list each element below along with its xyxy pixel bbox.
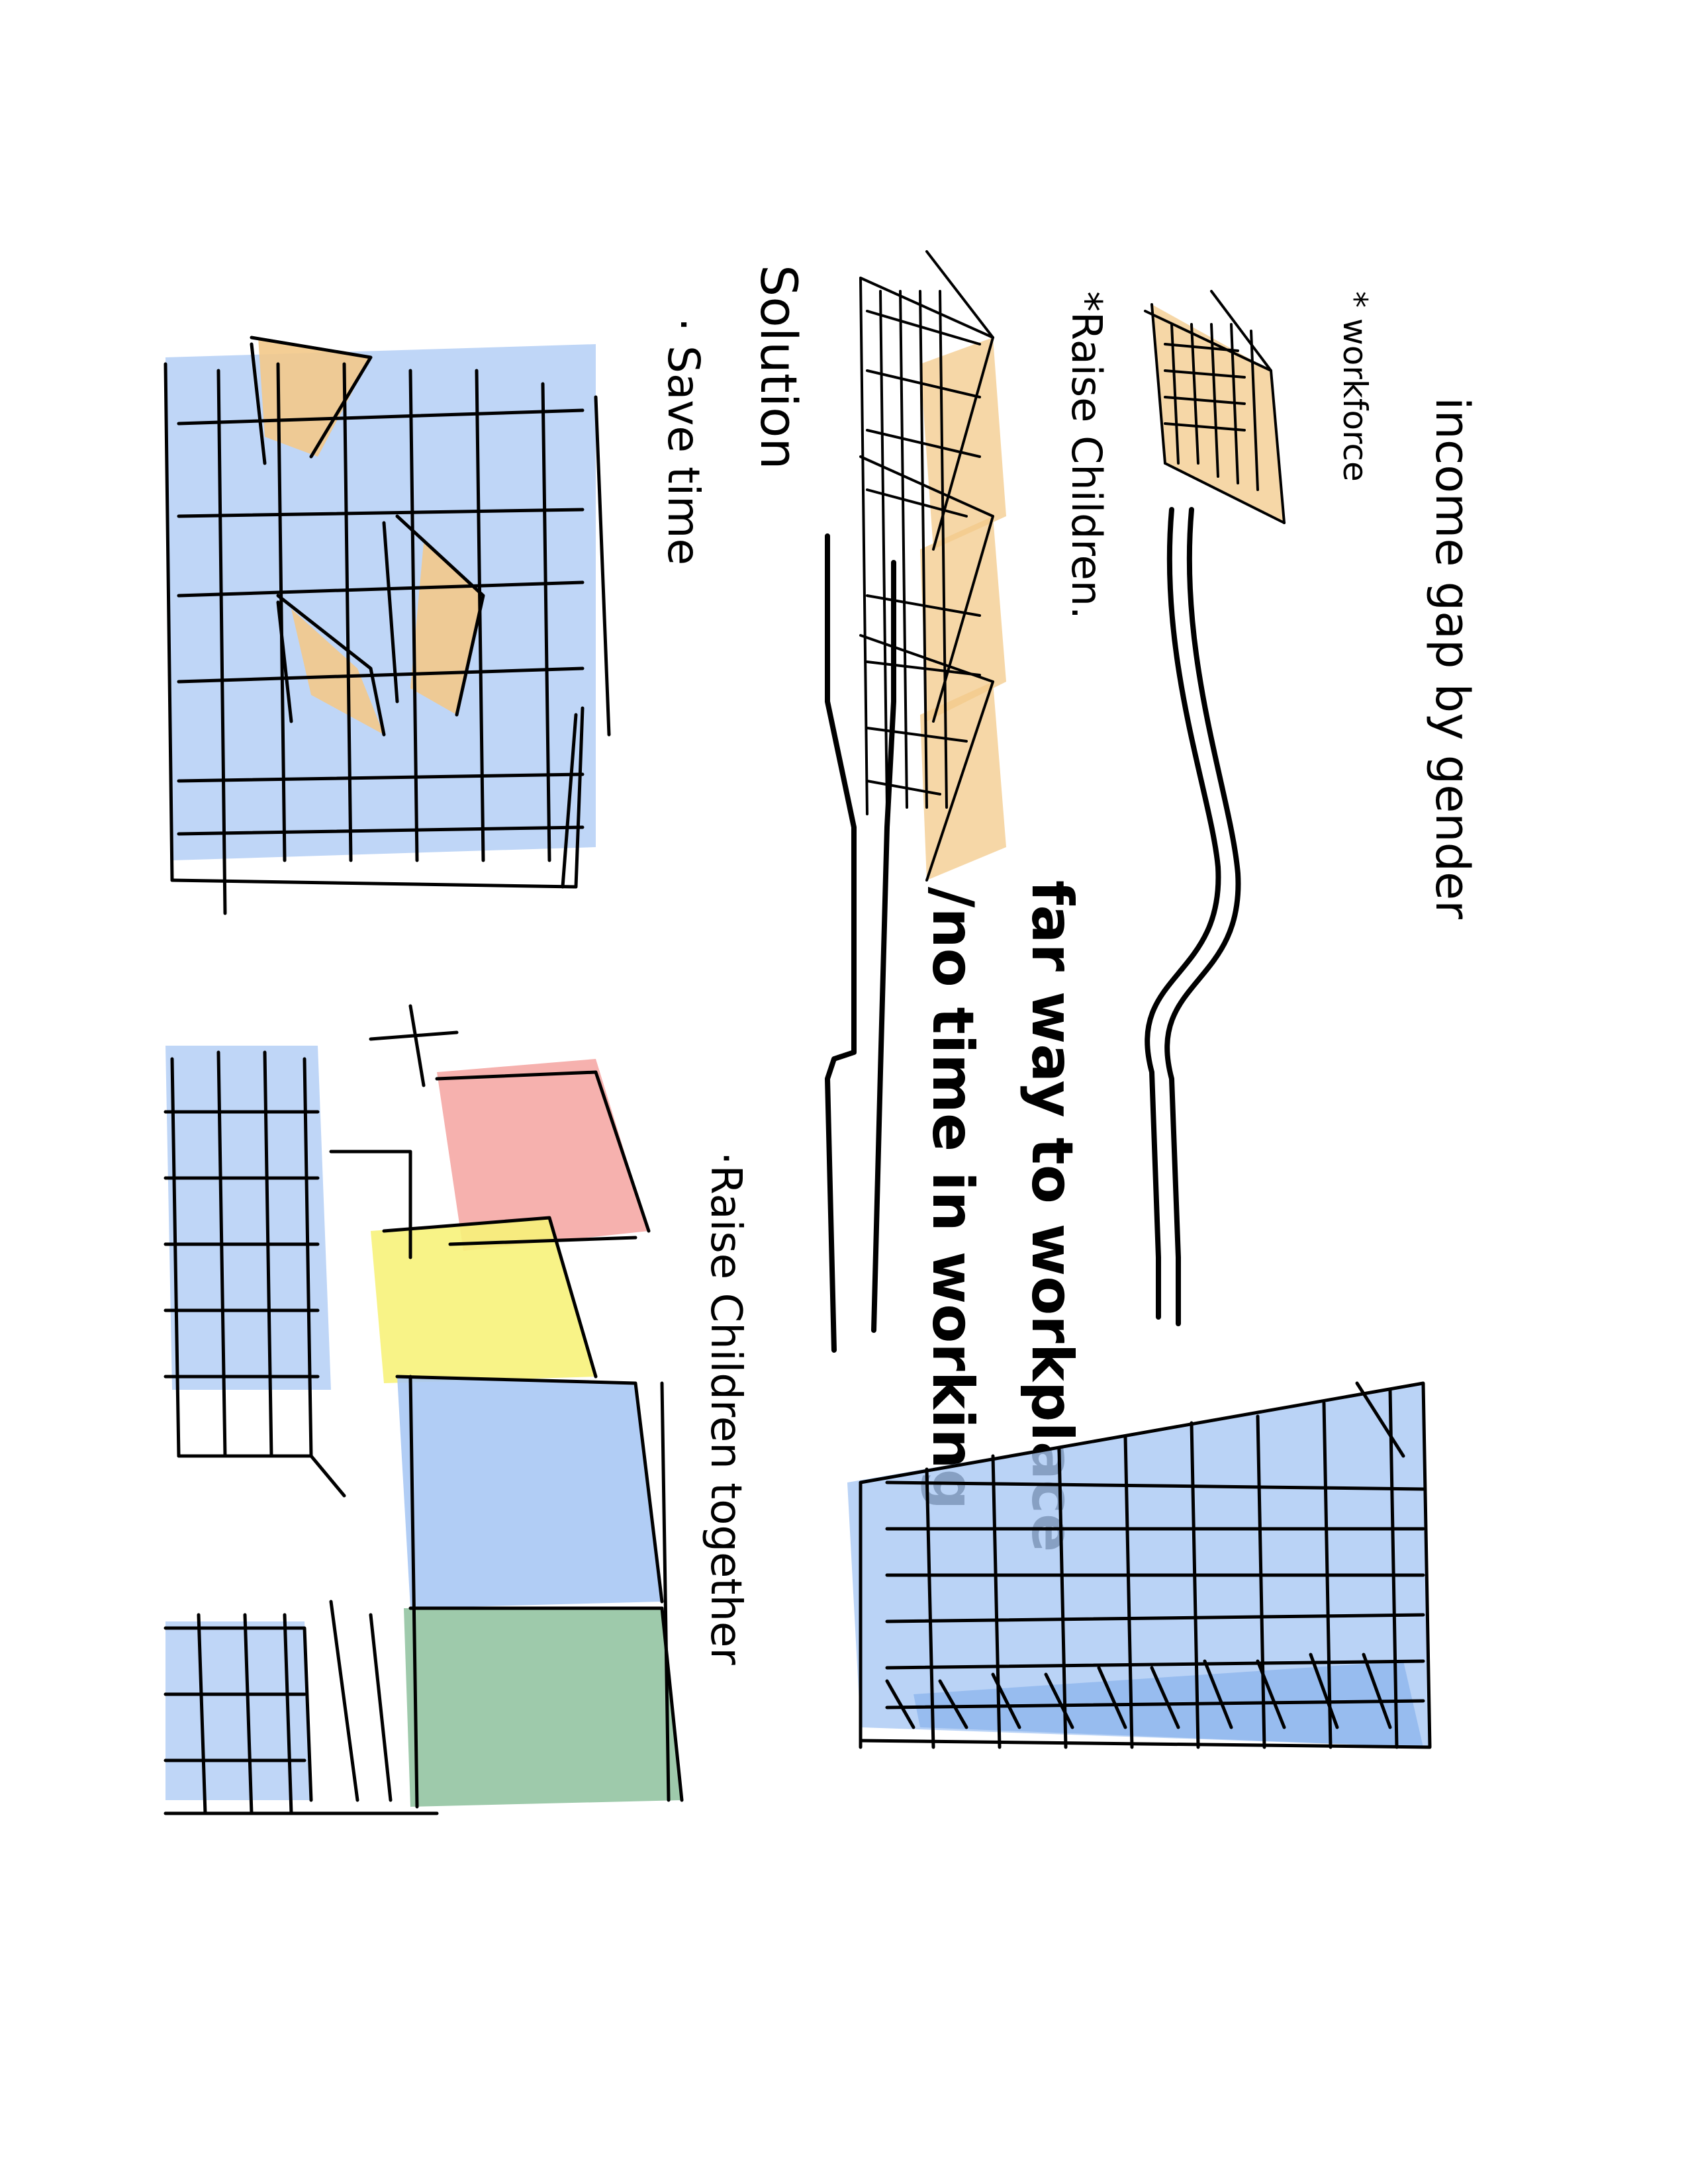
blue-block-fill xyxy=(397,1377,662,1608)
no-time-text: /no time in working xyxy=(919,887,986,1510)
complex-orange-1 xyxy=(258,338,371,457)
green-block-fill xyxy=(404,1608,682,1807)
solution-text: Solution xyxy=(749,265,808,470)
single-house-sketch xyxy=(1144,290,1286,524)
far-way-text: far way to workplace xyxy=(1019,880,1085,1552)
raise-children-note: *Raise Children. xyxy=(1062,291,1111,619)
tower-blue-fill xyxy=(165,1046,331,1390)
workforce-text: * workforce xyxy=(1336,291,1374,482)
title-note: income gap by gender xyxy=(1425,397,1479,919)
red-block-fill xyxy=(437,1059,649,1251)
raise-children-text: *Raise Children. xyxy=(1062,291,1111,619)
raise-together-text: ·Raise Children together xyxy=(701,1152,750,1665)
workforce-note: * workforce xyxy=(1336,291,1374,482)
complex-blue-fill xyxy=(165,344,596,860)
houses-row-sketch xyxy=(859,250,1006,882)
mixed-use-complex-sketch xyxy=(164,336,611,915)
road-path-top xyxy=(1145,507,1241,1326)
title-text: income gap by gender xyxy=(1425,397,1479,919)
road-path-middle xyxy=(825,533,896,1353)
raise-together-note: ·Raise Children together xyxy=(701,1152,750,1665)
house-orange-fill xyxy=(1152,304,1284,523)
solution-note: Solution xyxy=(749,265,808,470)
yellow-block-fill xyxy=(371,1218,596,1383)
far-way-note: far way to workplace xyxy=(1019,880,1085,1552)
save-time-text: · Save time xyxy=(658,318,709,565)
save-time-note: · Save time xyxy=(658,318,709,565)
no-time-note: /no time in working xyxy=(919,887,986,1510)
workplace-building-sketch xyxy=(847,1381,1432,1749)
complex-orange-3 xyxy=(291,609,384,735)
stacked-housing-sketch xyxy=(164,1004,684,1815)
house-3-fill xyxy=(920,682,1006,880)
